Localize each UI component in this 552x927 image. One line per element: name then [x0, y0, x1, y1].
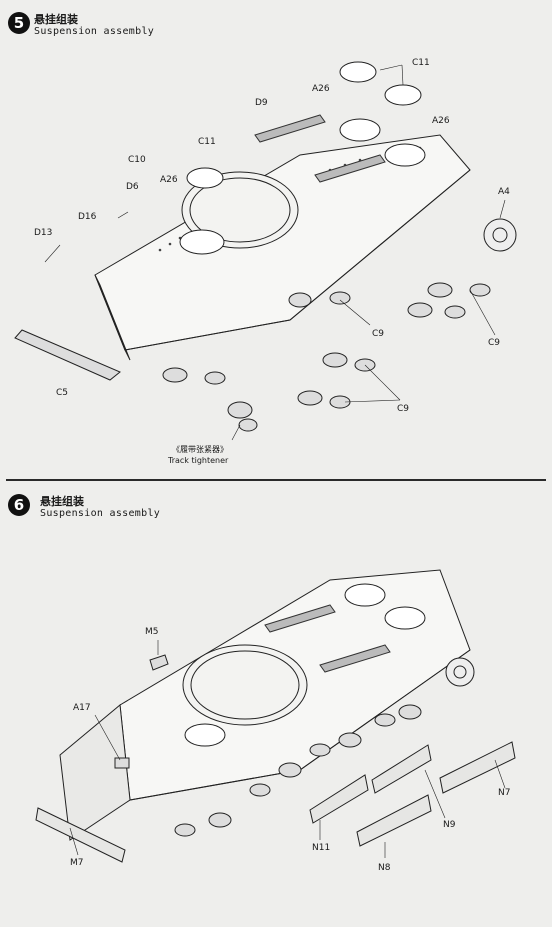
step-6-title-zh: 悬挂组装 — [40, 495, 84, 508]
part-label-a26-right: A26 — [432, 116, 450, 126]
step-divider — [6, 479, 546, 481]
step-5-hull-drawing — [14, 61, 517, 441]
step-5-title-zh: 悬挂组装 — [34, 13, 78, 26]
part-label-n8: N8 — [378, 863, 391, 873]
step-5-title-en: Suspension assembly — [34, 26, 155, 37]
part-label-a26-top: A26 — [312, 84, 330, 94]
part-label-n7: N7 — [498, 788, 511, 798]
part-label-d6: D6 — [126, 182, 139, 192]
part-label-c9-right: C9 — [488, 338, 501, 348]
step-6-badge: 6 — [8, 494, 30, 516]
part-label-n9: N9 — [443, 820, 456, 830]
part-label-d16: D16 — [78, 212, 97, 222]
track-tightener-caption-en: Track tightener — [168, 456, 229, 465]
part-label-c9-center: C9 — [372, 329, 385, 339]
part-label-c9-bottom: C9 — [397, 404, 410, 414]
part-label-c5: C5 — [56, 388, 69, 398]
track-tightener-caption-zh: 《履带张紧器》 — [172, 445, 228, 454]
part-label-m7: M7 — [70, 858, 84, 868]
part-label-c11-top: C11 — [412, 58, 430, 68]
part-label-c10: C10 — [128, 155, 146, 165]
part-label-d13: D13 — [34, 228, 53, 238]
part-label-a17: A17 — [73, 703, 91, 713]
part-label-d9: D9 — [255, 98, 268, 108]
step-6-title-en: Suspension assembly — [40, 508, 161, 519]
part-label-a26-left: A26 — [160, 175, 178, 185]
part-label-n11: N11 — [312, 843, 331, 853]
step-5-badge: 5 — [8, 12, 30, 34]
part-label-a4: A4 — [498, 187, 510, 197]
part-label-m5: M5 — [145, 627, 159, 637]
part-label-c11-left: C11 — [198, 137, 216, 147]
